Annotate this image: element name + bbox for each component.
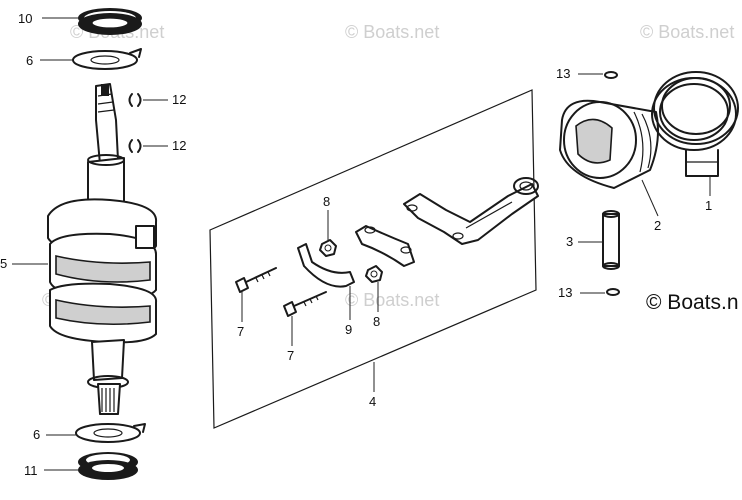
piston-pin-clip-bottom: [606, 288, 620, 296]
callout-12-a: 12: [172, 92, 186, 107]
callout-13-bottom: 13: [558, 285, 572, 300]
key-12-lower: [128, 139, 142, 153]
kit-panel-outline: [209, 89, 537, 429]
callout-4: 4: [369, 394, 376, 409]
copyright-notice: © Boats.n: [646, 291, 739, 314]
piston-pin: [602, 210, 620, 270]
callout-12-b: 12: [172, 138, 186, 153]
piston-rings: [651, 71, 739, 177]
watermark-3: © Boats.net: [640, 22, 734, 42]
callout-9: 9: [345, 322, 352, 337]
callout-2: 2: [654, 218, 661, 233]
watermark-5: © Boats.net: [345, 290, 439, 310]
callout-11: 11: [24, 463, 38, 478]
oil-seal-top: [78, 8, 142, 35]
watermark-2: © Boats.net: [345, 22, 439, 42]
rod-cap: [355, 225, 415, 267]
rod-bolt-2: [283, 291, 327, 317]
rod-bolt-1: [235, 267, 277, 293]
nut-8-upper: [319, 239, 337, 257]
key-12-upper: [128, 93, 142, 107]
thrust-washer-top: [72, 48, 142, 70]
callout-1: 1: [705, 198, 712, 213]
piston-pin-clip-top: [604, 71, 618, 79]
callout-3: 3: [566, 234, 573, 249]
lock-plate: [297, 243, 355, 288]
callout-8-lower: 8: [373, 314, 380, 329]
oil-seal-bottom: [78, 452, 138, 480]
callout-6-bottom: 6: [33, 427, 40, 442]
callout-8-upper: 8: [323, 194, 330, 209]
piston: [559, 99, 659, 189]
callout-10: 10: [18, 11, 32, 26]
callout-7-a: 7: [237, 324, 244, 339]
thrust-washer-bottom: [75, 423, 146, 443]
callout-7-b: 7: [287, 348, 294, 363]
nut-8-lower: [365, 265, 383, 283]
callout-13-top: 13: [556, 66, 570, 81]
connecting-rod: [403, 177, 539, 245]
crankshaft: [47, 83, 158, 415]
callout-6-top: 6: [26, 53, 33, 68]
callout-5: 5: [0, 256, 7, 271]
